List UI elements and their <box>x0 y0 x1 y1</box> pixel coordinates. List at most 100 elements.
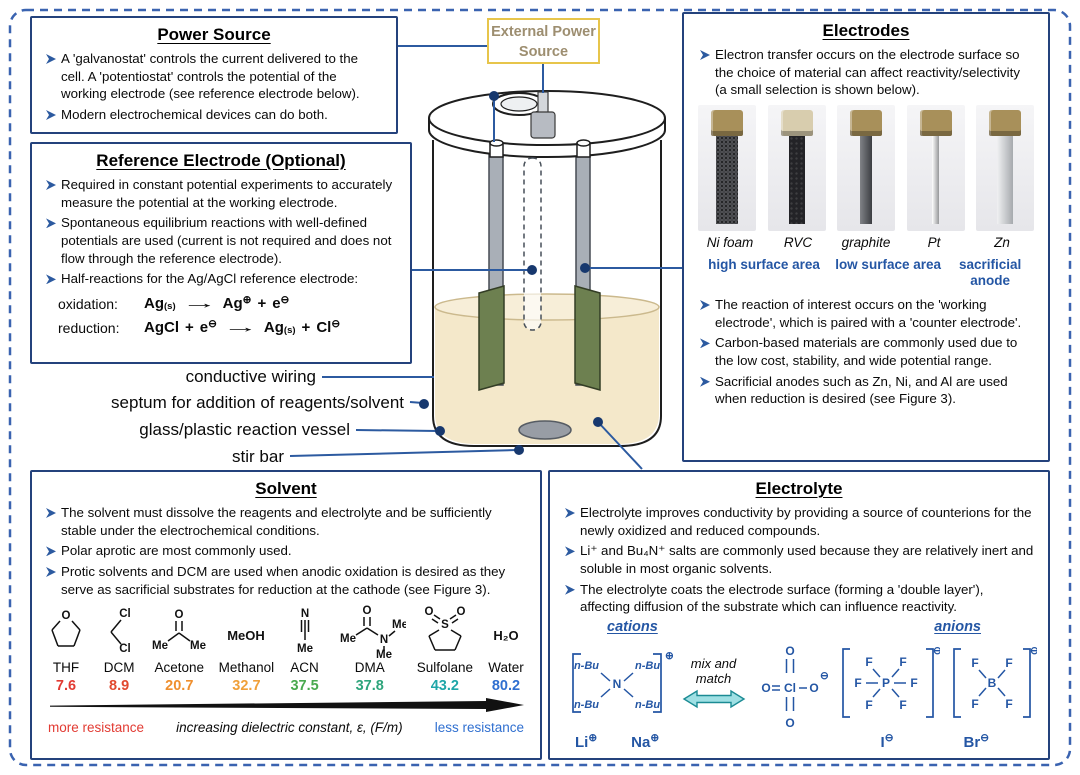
atom-me: Me <box>152 640 168 652</box>
solvent-panel: Solvent The solvent must dissolve the re… <box>30 470 542 760</box>
plus-sign: + <box>301 319 311 337</box>
reference-electrode-title: Reference Electrode (Optional) <box>96 151 346 170</box>
bullet-arrow-icon <box>46 508 56 518</box>
left-bracket <box>841 648 850 718</box>
left-bracket <box>953 648 961 718</box>
charge-symbol: ⊖ <box>280 294 290 307</box>
nbu-group: n-Bu <box>574 699 599 711</box>
electrode-photo-rvc <box>767 105 826 232</box>
bullet-item: The electrolyte coats the electrode surf… <box>565 581 1035 616</box>
oxidation-label: oxidation: <box>58 295 118 312</box>
bullet-item: Electrolyte improves conductivity by pro… <box>565 504 1035 539</box>
atom-o: O <box>785 644 794 658</box>
material-name: RVC <box>783 235 813 251</box>
external-power-line1: External Power <box>491 24 596 40</box>
more-resistance-label: more resistance <box>48 720 145 736</box>
bullet-item: Li⁺ and Bu₄N⁺ salts are commonly used be… <box>565 542 1035 577</box>
bullet-text: Electron transfer occurs on the electrod… <box>715 47 1020 98</box>
atom-me: Me <box>297 643 313 655</box>
right-bracket <box>653 653 662 713</box>
perchlorate-structure: O Cl O ⊖ O O <box>761 644 828 729</box>
electrode-photo-ni-foam <box>698 105 756 232</box>
bullet-arrow-icon <box>700 376 710 387</box>
atom-me: Me <box>376 649 392 658</box>
solvent-title: Solvent <box>255 479 317 498</box>
charge-symbol: ⊖ <box>980 732 989 745</box>
negative-charge: ⊖ <box>820 670 828 682</box>
atom-cl: Cl <box>119 608 131 620</box>
bullet-text: Polar aprotic are most commonly used. <box>61 543 292 559</box>
atom-s: S <box>441 619 449 631</box>
atom-f: F <box>971 656 978 670</box>
reaction-vessel-illustration <box>428 90 666 447</box>
bullet-item: Protic solvents and DCM are used when an… <box>46 563 528 598</box>
dielectric-value: 43.2 <box>430 678 459 695</box>
connection-dot <box>580 263 590 273</box>
bullet-text: A 'galvanostat' controls the current del… <box>61 51 360 102</box>
atom-me: Me <box>340 633 356 645</box>
positive-charge: ⊕ <box>665 650 673 662</box>
material-name: graphite <box>841 235 891 251</box>
tetrafluoroborate-structure: ⊖ B F F F F <box>953 645 1037 718</box>
electrodes-title: Electrodes <box>822 21 910 40</box>
atom-b: B <box>988 676 997 690</box>
species: Ag <box>263 319 284 337</box>
fitting-cap <box>530 111 556 139</box>
negative-charge: ⊖ <box>1030 645 1037 657</box>
lid-opening-inner <box>500 96 538 112</box>
connection-dot <box>593 417 603 427</box>
dcm-structure: Cl Cl <box>110 608 131 655</box>
electrode-rod <box>997 136 1013 225</box>
atom-o: O <box>785 716 794 729</box>
bullet-arrow-icon <box>565 546 575 557</box>
bullet-text: Carbon-based materials are commonly used… <box>715 335 1018 369</box>
electrode-rod <box>932 136 939 225</box>
meoh-label: MeOH <box>228 628 266 643</box>
material-name: Zn <box>994 235 1010 251</box>
simple-ions-row: Li⊕ Na⊕ I⊖ Br⊖ <box>575 732 1023 751</box>
electrode-rod <box>788 136 805 225</box>
less-resistance-label: less resistance <box>434 720 524 736</box>
anions-header: anions <box>934 619 981 636</box>
solvent-thf: O THF 7.6 <box>44 602 88 694</box>
solvent-scale-row: O THF 7.6 Cl Cl DCM 8.9 O <box>44 602 528 694</box>
bullet-text: Sacrificial anodes such as Zn, Ni, and A… <box>715 373 1008 407</box>
label-conductive-wiring: conductive wiring <box>185 367 316 386</box>
left-bracket <box>572 653 581 713</box>
sodium-cation: Na⊕ <box>631 732 659 751</box>
left-electrode-plate <box>478 285 505 391</box>
annotation-sacrificial-anode: sacrificial anode <box>958 257 1022 288</box>
atom-f: F <box>1005 656 1012 670</box>
dielectric-gradient-arrow <box>50 698 524 713</box>
line-liquid-to-electrolyte <box>597 421 643 470</box>
electrode-cap <box>780 110 813 137</box>
reaction-arrow-icon: → <box>181 295 218 313</box>
dma-structure: O Me N Me Me <box>340 605 406 658</box>
bullet-arrow-icon <box>565 508 575 518</box>
bullet-item: Carbon-based materials are commonly used… <box>700 334 1034 369</box>
solvent-name: THF <box>52 660 80 676</box>
electrode-cap <box>711 110 743 137</box>
bullet-text: Li⁺ and Bu₄N⁺ salts are commonly used be… <box>580 543 1034 577</box>
line-stirbar-label <box>289 449 518 457</box>
electrodes-panel: Electrodes Electron transfer occurs on t… <box>682 12 1050 462</box>
bullet-arrow-icon <box>46 180 56 190</box>
ion-symbol: I <box>880 734 885 752</box>
bullet-arrow-icon <box>700 300 710 311</box>
state-subscript: (s) <box>283 324 296 336</box>
arrow-shaft <box>50 701 486 710</box>
right-bracket <box>925 648 934 718</box>
oxidation-half-reaction: oxidation: Ag(s) → Ag⊕ + e⊖ <box>58 295 400 312</box>
bullet-text: The electrolyte coats the electrode surf… <box>580 581 984 615</box>
electrode-material-names: Ni foam RVC graphite Pt Zn <box>696 235 1036 250</box>
stir-bar <box>518 420 572 440</box>
solvent-acn: N Me ACN 37.5 <box>285 602 325 694</box>
ion-group-headers: cations anions <box>561 619 1037 635</box>
electrode-rod <box>716 136 738 225</box>
dielectric-value: 37.8 <box>355 678 384 695</box>
atom-f: F <box>899 698 906 712</box>
species: Ag <box>222 295 243 313</box>
bullet-arrow-icon <box>46 218 56 229</box>
annotation-high-surface-area: high surface area <box>708 257 820 273</box>
